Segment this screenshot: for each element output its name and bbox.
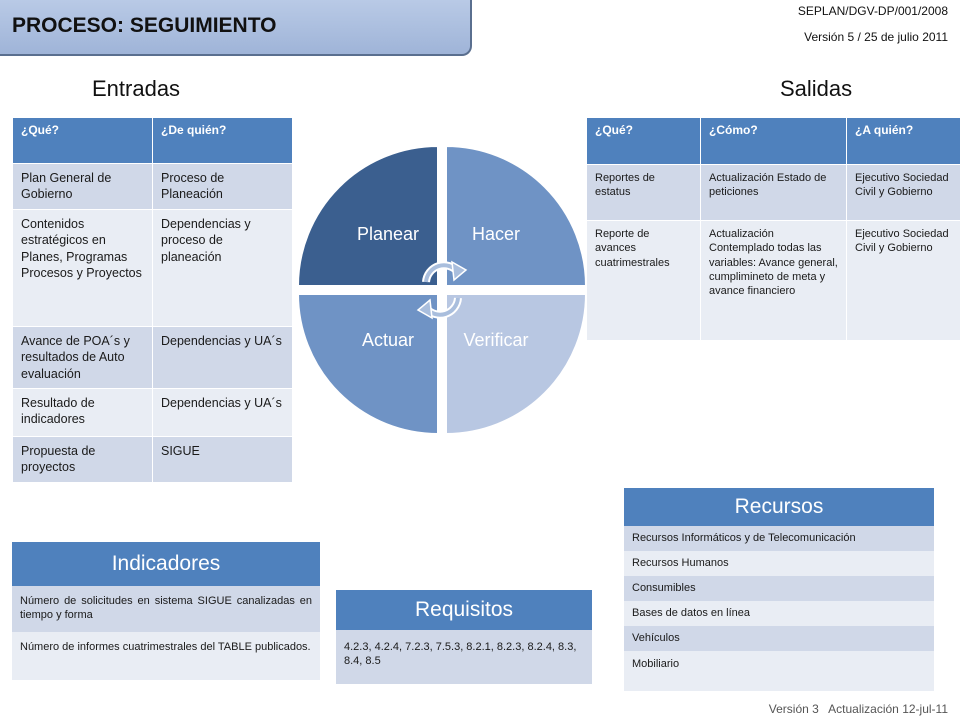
table-cell: Proceso de Planeación — [152, 163, 293, 210]
recursos-item: Recursos Humanos — [624, 551, 934, 576]
outputs-header-row: ¿Qué? ¿Cómo? ¿A quién? — [586, 117, 960, 165]
verificar-label: Verificar — [463, 330, 528, 350]
recursos-item: Bases de datos en línea — [624, 601, 934, 626]
inputs-label: Entradas — [92, 76, 181, 101]
table-cell: Ejecutivo Sociedad Civil y Gobierno — [846, 164, 960, 221]
table-row: Propuesta de proyectos SIGUE — [12, 435, 293, 483]
table-cell: Reportes de estatus — [586, 164, 701, 221]
table-cell: Dependencias y UA´s — [152, 326, 293, 389]
footer-version: Versión 3 Actualización 12-jul-11 — [768, 702, 948, 716]
recursos-item: Mobiliario — [624, 651, 934, 691]
hacer-quadrant — [445, 144, 588, 287]
actuar-quadrant — [296, 293, 439, 436]
recursos-item: Consumibles — [624, 576, 934, 601]
page-title: PROCESO: SEGUIMIENTO — [12, 14, 277, 37]
indicadores-item: Número de informes cuatrimestrales del T… — [12, 632, 320, 680]
title-tab: PROCESO: SEGUIMIENTO — [0, 0, 472, 56]
planear-label: Planear — [357, 224, 419, 244]
document-code: SEPLAN/DGV-DP/001/2008 — [797, 4, 948, 18]
inputs-table: ¿Qué? ¿De quién? Plan General de Gobiern… — [12, 117, 293, 483]
planear-quadrant — [296, 144, 439, 287]
recursos-item: Vehículos — [624, 626, 934, 651]
table-row: Contenidos estratégicos en Planes, Progr… — [12, 209, 293, 327]
table-cell: Actualización Estado de peticiones — [700, 164, 847, 221]
table-cell: Plan General de Gobierno — [12, 163, 153, 210]
table-row: Reporte de avances cuatrimestrales Actua… — [586, 220, 960, 341]
table-row: Avance de POA´s y resultados de Auto eva… — [12, 326, 293, 389]
table-cell: Reporte de avances cuatrimestrales — [586, 220, 701, 341]
indicadores-item: Número de solicitudes en sistema SIGUE c… — [12, 586, 320, 632]
recursos-box: Recursos Recursos Informáticos y de Tele… — [624, 488, 934, 691]
requisitos-title: Requisitos — [336, 590, 592, 630]
outputs-label: Salidas — [780, 76, 853, 101]
table-row: Plan General de Gobierno Proceso de Plan… — [12, 163, 293, 210]
outputs-col-a-quien: ¿A quién? — [846, 117, 960, 165]
table-cell: Avance de POA´s y resultados de Auto eva… — [12, 326, 153, 389]
inputs-col-que: ¿Qué? — [12, 117, 153, 164]
table-row: Reportes de estatus Actualización Estado… — [586, 164, 960, 221]
table-cell: Dependencias y proceso de planeación — [152, 209, 293, 327]
verificar-quadrant — [445, 293, 588, 436]
cycle-arrows-icon — [416, 260, 468, 320]
recursos-title: Recursos — [624, 488, 934, 526]
table-cell: Ejecutivo Sociedad Civil y Gobierno — [846, 220, 960, 341]
table-cell: Dependencias y UA´s — [152, 387, 293, 437]
table-cell: Propuesta de proyectos — [12, 435, 153, 483]
outputs-col-que: ¿Qué? — [586, 117, 701, 165]
requisitos-box: Requisitos 4.2.3, 4.2.4, 7.2.3, 7.5.3, 8… — [336, 590, 592, 684]
table-cell: Actualización Contemplado todas las vari… — [700, 220, 847, 341]
outputs-table: ¿Qué? ¿Cómo? ¿A quién? Reportes de estat… — [586, 117, 960, 341]
table-row: Resultado de indicadores Dependencias y … — [12, 387, 293, 437]
pdca-cycle-diagram: Planear Hacer Actuar Verificar — [296, 144, 588, 436]
table-cell: SIGUE — [152, 435, 293, 483]
inputs-col-de-quien: ¿De quién? — [152, 117, 293, 164]
indicadores-title: Indicadores — [12, 542, 320, 586]
document-version: Versión 5 / 25 de julio 2011 — [804, 30, 948, 44]
table-cell: Contenidos estratégicos en Planes, Progr… — [12, 209, 153, 327]
requisitos-text: 4.2.3, 4.2.4, 7.2.3, 7.5.3, 8.2.1, 8.2.3… — [336, 630, 592, 684]
inputs-header-row: ¿Qué? ¿De quién? — [12, 117, 293, 164]
hacer-label: Hacer — [472, 224, 520, 244]
actuar-label: Actuar — [362, 330, 414, 350]
indicadores-box: Indicadores Número de solicitudes en sis… — [12, 542, 320, 680]
outputs-col-como: ¿Cómo? — [700, 117, 847, 165]
recursos-item: Recursos Informáticos y de Telecomunicac… — [624, 526, 934, 551]
table-cell: Resultado de indicadores — [12, 387, 153, 437]
